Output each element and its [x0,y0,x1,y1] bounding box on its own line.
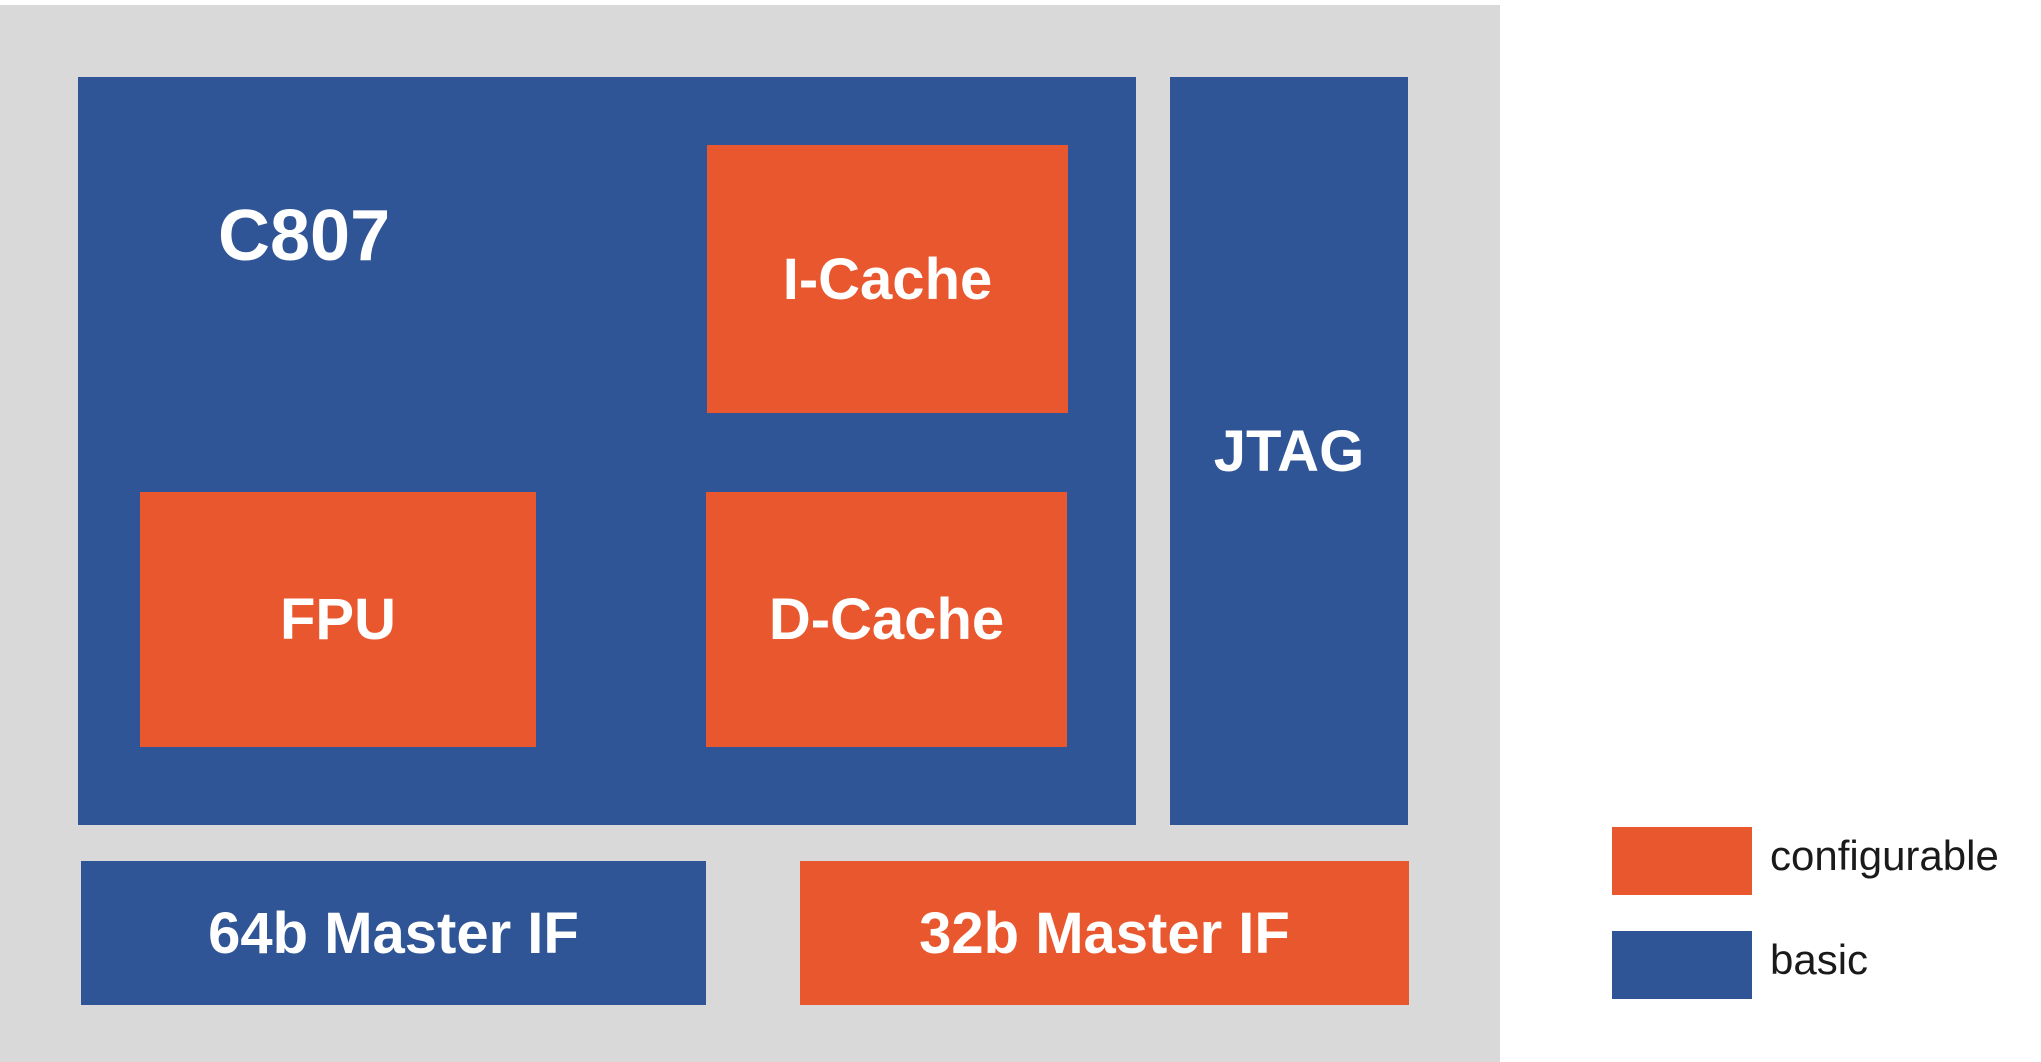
legend-configurable-label: configurable [1770,832,1999,879]
core-title: C807 [218,196,391,276]
legend-configurable-swatch [1612,827,1752,895]
legend-basic-label: basic [1770,936,1869,983]
dcache-block: D-Cache [706,492,1067,747]
legend-basic-swatch [1612,931,1752,999]
master-if-64b-block: 64b Master IF [81,861,706,1005]
master-if-32b-block: 32b Master IF [800,861,1409,1005]
fpu-block: FPU [140,492,536,747]
icache-block: I-Cache [707,145,1068,413]
jtag-block: JTAG [1170,77,1408,825]
